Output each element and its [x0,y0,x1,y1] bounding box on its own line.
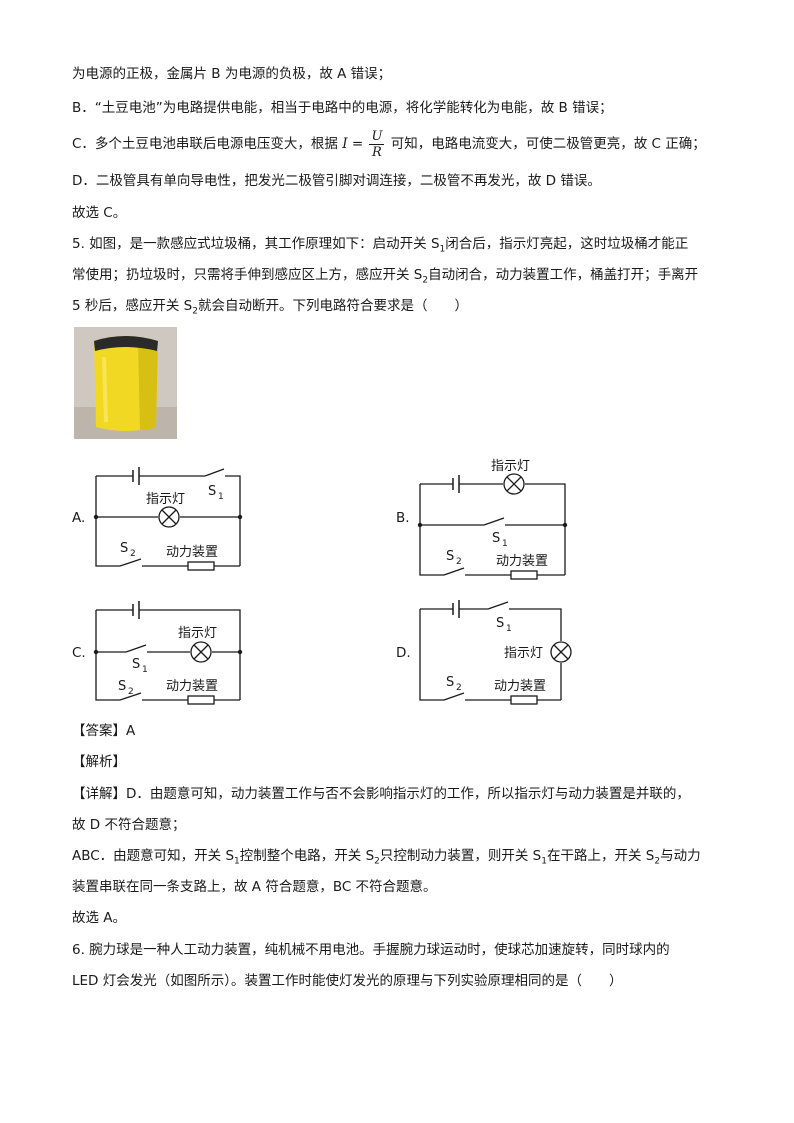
b-motor-label: 动力装置 [496,554,548,569]
a-s1-label: S [208,484,216,499]
circuit-b [419,473,566,580]
b-s1-label: S [492,531,500,546]
option-c-label[interactable]: C. [72,645,86,661]
detail-line-1: 【详解】D．由题意可知，动力装置工作与否不会影响指示灯的工作，所以指示灯与动力装… [72,786,690,802]
circuit-a [95,467,241,571]
a-s2-label: S [120,541,128,556]
c-s2-sub: 2 [128,687,134,697]
d-s1-label: S [496,616,504,631]
b-s2-sub: 2 [456,557,462,567]
d-lamp-label: 指示灯 [504,646,543,661]
question-5-line-2: 常使用；扔垃圾时，只需将手伸到感应区上方，感应开关 S2自动闭合，动力装置工作，… [72,267,699,286]
question-5-line-3: 5 秒后，感应开关 S2就会自动断开。下列电路符合要求是（ ） [72,298,468,317]
analysis-heading: 【解析】 [72,754,126,770]
b-lamp-label: 指示灯 [491,459,530,474]
text-line-4: D．二极管具有单向导电性，把发光二极管引脚对调连接，二极管不再发光，故 D 错误… [72,173,601,189]
a-s2-sub: 2 [130,549,136,559]
b-s2-label: S [446,549,454,564]
question-5-line-1: 5. 如图，是一款感应式垃圾桶，其工作原理如下：启动开关 S1闭合后，指示灯亮起… [72,236,689,255]
question-6-line-1: 6. 腕力球是一种人工动力装置，纯机械不用电池。手握腕力球运动时，使球芯加速旋转… [72,942,670,958]
text-line-5: 故选 C。 [72,205,127,221]
option-b-label[interactable]: B. [396,510,410,526]
detail-line-5: 故选 A。 [72,910,127,926]
b-s1-sub: 1 [502,539,508,549]
a-s1-sub: 1 [218,492,224,502]
c-motor-label: 动力装置 [166,679,218,694]
text-line-2: B．“土豆电池”为电路提供电能，相当于电路中的电源，将化学能转化为电能，故 B … [72,100,613,116]
c-s1-label: S [132,657,140,672]
d-s1-sub: 1 [506,624,512,634]
a-lamp-label: 指示灯 [146,492,185,507]
d-motor-label: 动力装置 [494,679,546,694]
answer-line: 【答案】A [72,723,136,739]
c-s2-label: S [118,679,126,694]
a-motor-label: 动力装置 [166,545,218,560]
formula-i: I [342,136,348,152]
c-s1-sub: 1 [142,665,148,675]
option-a-label[interactable]: A. [72,510,86,526]
d-s2-label: S [446,675,454,690]
trash-can-illustration [74,327,177,439]
c-lamp-label: 指示灯 [178,626,217,641]
option-d-label[interactable]: D. [396,645,411,661]
question-6-line-2: LED 灯会发光（如图所示）。装置工作时能使灯发光的原理与下列实验原理相同的是（… [72,973,623,989]
detail-line-2: 故 D 不符合题意； [72,817,186,833]
text-line-1: 为电源的正极，金属片 B 为电源的负极，故 A 错误； [72,66,392,82]
circuit-c [95,601,241,705]
d-s2-sub: 2 [456,683,462,693]
circuit-d [419,600,572,705]
detail-line-4: 装置串联在同一条支路上，故 A 符合题意，BC 不符合题意。 [72,879,437,895]
detail-line-3: ABC．由题意可知，开关 S1控制整个电路，开关 S2只控制动力装置，则开关 S… [72,848,701,867]
trash-can-photo [74,327,177,439]
